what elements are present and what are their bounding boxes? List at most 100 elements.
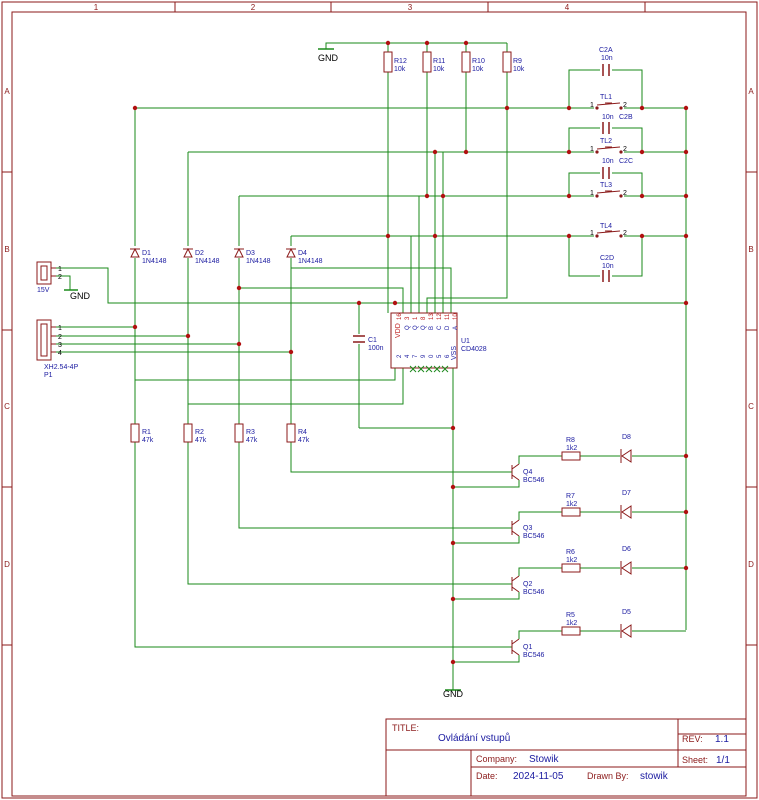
row-label-c-right: C (748, 402, 754, 411)
p1-pin3: 3 (58, 342, 62, 349)
d8-ref: D8 (622, 434, 631, 441)
transistors: Q4 BC546 Q3 BC546 Q2 BC546 Q1 BC546 (511, 463, 545, 659)
ic-pin3: 3 (405, 316, 411, 320)
company-value: Stowik (529, 754, 559, 765)
c2d-val: 10n (602, 263, 614, 270)
power-connector: 1 2 15V (36, 261, 62, 294)
ic-bot-9: 9 (421, 354, 427, 358)
ic-name-a: A (453, 326, 459, 330)
c2a-ref: C2A (599, 47, 613, 54)
drawn-by-value: stowik (640, 771, 669, 782)
row-label-a-right: A (748, 87, 754, 96)
frame-labels: 1 2 3 4 A B C D A B C D (4, 3, 754, 569)
gnd-top-label: GND (318, 53, 339, 63)
row-label-c-left: C (4, 402, 10, 411)
r10-ref: R10 (472, 58, 485, 65)
sheet-label: Sheet: (682, 755, 708, 765)
r7-val: 1k2 (566, 501, 577, 508)
d3-val: 1N4148 (246, 258, 271, 265)
q2-val: BC546 (523, 589, 545, 596)
ic-pin16: 16 (397, 313, 403, 320)
ic-bot-6: 6 (445, 354, 451, 358)
tl2-pin2: 2 (623, 146, 627, 153)
r2-ref: R2 (195, 429, 204, 436)
ic-pin11: 11 (445, 313, 451, 320)
ic-vss: VSS (451, 346, 458, 360)
q4-ref: Q4 (523, 469, 532, 476)
r8-val: 1k2 (566, 445, 577, 452)
rev-label: REV: (682, 734, 703, 744)
rev-value: 1.1 (715, 734, 729, 745)
c2b-val: 10n (602, 114, 614, 121)
gnd-conn-label: GND (70, 291, 91, 301)
junctions (132, 40, 689, 665)
r12-val: 10k (394, 66, 406, 73)
ic-name-c: C (437, 325, 443, 330)
leds: D8 D7 D6 D5 (620, 434, 632, 638)
r2-val: 47k (195, 437, 207, 444)
input-diodes: D1 1N4148 D2 1N4148 D3 1N4148 D4 1N4148 (130, 247, 323, 265)
r4-val: 47k (298, 437, 310, 444)
ic-bot-5: 5 (437, 354, 443, 358)
tl2-pin1: 1 (590, 146, 594, 153)
tl2-ref: TL2 (600, 138, 612, 145)
p1-connector: 1 2 3 4 XH2.54-4P P1 (36, 319, 79, 379)
d1-ref: D1 (142, 250, 151, 257)
d5-ref: D5 (622, 609, 631, 616)
r3-ref: R3 (246, 429, 255, 436)
power-conn-pin2: 2 (58, 274, 62, 281)
title-label: TITLE: (392, 723, 419, 733)
power-conn-pin1: 1 (58, 266, 62, 273)
tl4-ref: TL4 (600, 223, 612, 230)
d4-val: 1N4148 (298, 258, 323, 265)
c2d-ref: C2D (600, 255, 614, 262)
date-label: Date: (476, 771, 498, 781)
row-label-b-right: B (748, 245, 753, 254)
d3-ref: D3 (246, 250, 255, 257)
company-label: Company: (476, 754, 517, 764)
c1-ref: C1 (368, 337, 377, 344)
d6-ref: D6 (622, 546, 631, 553)
ic-name-q1: Q (405, 325, 411, 330)
c2c-val: 10n (602, 158, 614, 165)
row-label-a-left: A (4, 87, 10, 96)
col-label-4: 4 (565, 3, 570, 12)
tl3-ref: TL3 (600, 182, 612, 189)
row-label-d-right: D (748, 560, 754, 569)
ic-name-d: D (445, 325, 451, 330)
tl1-ref: TL1 (600, 94, 612, 101)
ic-pin10: 10 (453, 313, 459, 320)
drawn-by-label: Drawn By: (587, 771, 629, 781)
r8-ref: R8 (566, 437, 575, 444)
pullup-resistors: R12 10k R11 10k R10 10k R9 10k (383, 51, 525, 73)
p1-pin4: 4 (58, 350, 62, 357)
r4-ref: R4 (298, 429, 307, 436)
ic-ref: U1 (461, 338, 470, 345)
ic-bot-7: 7 (413, 354, 419, 358)
col-label-3: 3 (408, 3, 413, 12)
q4-val: BC546 (523, 477, 545, 484)
r3-val: 47k (246, 437, 258, 444)
d7-ref: D7 (622, 490, 631, 497)
r12-ref: R12 (394, 58, 407, 65)
q1-ref: Q1 (523, 644, 532, 651)
q1-val: BC546 (523, 652, 545, 659)
ic-name-q2: Q (413, 325, 419, 330)
tl3-pin1: 1 (590, 190, 594, 197)
date-value: 2024-11-05 (513, 771, 564, 782)
tl4-pin1: 1 (590, 230, 594, 237)
q3-val: BC546 (523, 533, 545, 540)
ic-bot-4: 4 (405, 354, 411, 358)
sheet-value: 1/1 (716, 755, 730, 766)
title-block: TITLE: REV: Company: Sheet: Date: Drawn … (385, 718, 747, 797)
title-value: Ovládání vstupů (438, 732, 510, 744)
p1-pin1: 1 (58, 325, 62, 332)
ic-pin1: 1 (413, 316, 419, 320)
q2-ref: Q2 (523, 581, 532, 588)
ic-val: CD4028 (461, 346, 487, 353)
r7-ref: R7 (566, 493, 575, 500)
ic-pin13: 13 (429, 313, 435, 320)
q3-ref: Q3 (523, 525, 532, 532)
